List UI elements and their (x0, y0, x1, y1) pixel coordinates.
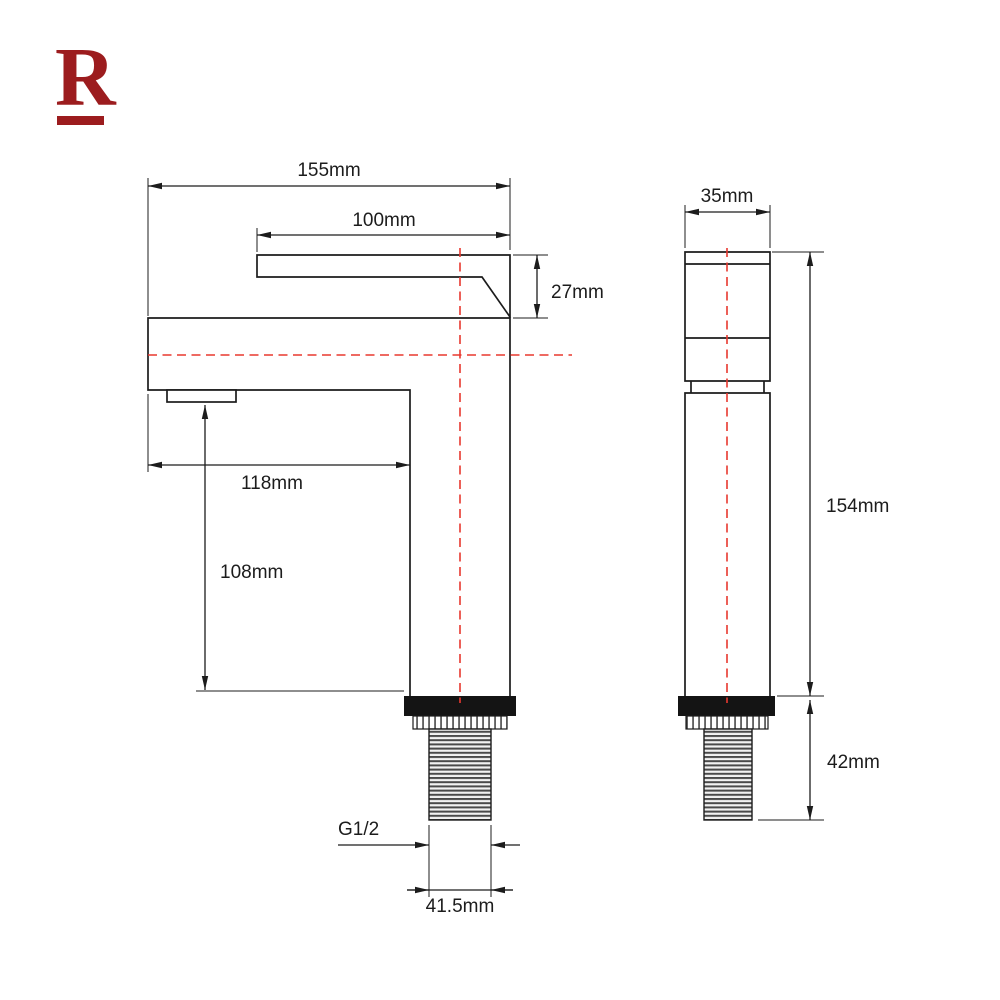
extension-lines (147, 178, 511, 316)
brand-logo-letter: R (55, 31, 116, 124)
dimension-spout-height: 108mm (196, 405, 404, 692)
dimension-handle-height: 27mm (513, 254, 604, 319)
dim-label-total-height: 154mm (826, 496, 889, 517)
dimension-total-height: 154mm (772, 251, 889, 697)
dimension-overall-width: 155mm (147, 160, 511, 316)
side-mounting-nut (678, 696, 775, 716)
extension-lines (513, 254, 548, 319)
dimension-handle-length: 100mm (256, 210, 510, 252)
dim-label-overall-width: 155mm (297, 160, 360, 181)
front-mounting-nut (404, 696, 516, 716)
extension-lines (428, 825, 492, 897)
aerator-outlet (166, 389, 237, 403)
dim-label-thread-size: G1/2 (338, 819, 379, 840)
front-view: 155mm 100mm 27mm 118mm (147, 160, 604, 917)
dimension-thread-width: 41.5mm (407, 825, 513, 917)
dim-label-spout-reach: 118mm (241, 473, 303, 494)
dim-label-thread-width: 41.5mm (426, 896, 495, 917)
callout-thread-size: G1/2 (338, 819, 520, 849)
dimension-shank-length: 42mm (758, 700, 880, 821)
side-view: 35mm 154mm 42mm (678, 186, 889, 821)
dim-label-spout-height: 108mm (220, 562, 283, 583)
extension-lines (772, 251, 824, 697)
brand-logo-underline (57, 116, 104, 125)
dim-label-shank-length: 42mm (827, 752, 880, 773)
side-threaded-shank (703, 728, 753, 821)
side-serrated-ring (685, 715, 769, 730)
front-threaded-shank (428, 728, 492, 821)
dimension-body-width: 35mm (684, 186, 771, 248)
dimension-spout-reach: 118mm (147, 394, 410, 494)
dim-label-handle-length: 100mm (352, 210, 415, 231)
dim-label-handle-height: 27mm (551, 282, 604, 303)
dim-label-body-width: 35mm (701, 186, 754, 207)
front-view-outline (147, 254, 512, 697)
front-serrated-ring (412, 715, 508, 730)
